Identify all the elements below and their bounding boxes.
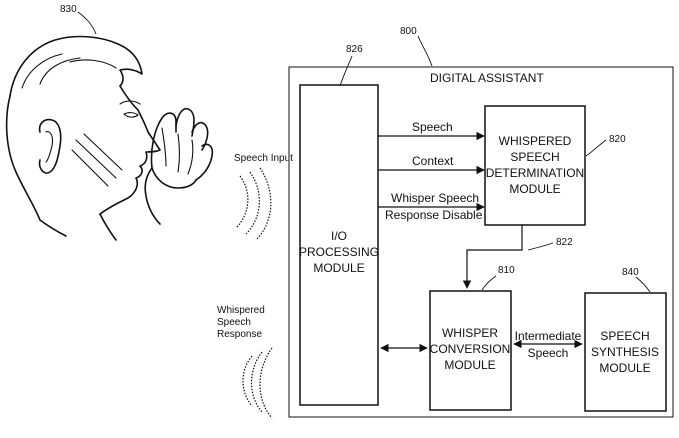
response-label-line-2: Speech bbox=[217, 317, 251, 328]
digital-assistant-title: DIGITAL ASSISTANT bbox=[430, 71, 544, 85]
assistant-ref-number: 800 bbox=[400, 26, 417, 37]
digital-assistant-box bbox=[288, 66, 674, 418]
conversion-module-box bbox=[429, 290, 512, 411]
determination-ref-number: 820 bbox=[609, 134, 626, 145]
conversion-label-line-2: CONVERSION bbox=[430, 342, 511, 356]
synthesis-label-line-1: SPEECH bbox=[600, 329, 649, 343]
whisper-signal-label-line-1: Whisper Speech bbox=[391, 191, 479, 205]
determination-label-line-4: MODULE bbox=[509, 182, 560, 196]
determination-label-line-3: DETERMINATION bbox=[486, 166, 584, 180]
io-module-label-line-1: I/O bbox=[331, 229, 347, 243]
person-ref-number: 830 bbox=[60, 4, 77, 15]
synthesis-module-box bbox=[584, 292, 667, 412]
synthesis-label-line-2: SYNTHESIS bbox=[591, 345, 659, 359]
conversion-ref-number: 810 bbox=[498, 265, 515, 276]
io-processing-module-box bbox=[299, 84, 379, 406]
speech-input-label: Speech Input bbox=[234, 153, 293, 164]
person-whispering-illustration bbox=[5, 35, 214, 241]
person-leader-line bbox=[77, 11, 97, 35]
io-leader-line bbox=[339, 55, 353, 87]
assistant-leader-line bbox=[417, 35, 433, 67]
synthesis-leader-line bbox=[635, 276, 651, 293]
determination-leader-line bbox=[585, 139, 607, 157]
intermediate-label-line-1: Intermediate bbox=[515, 329, 582, 343]
link-ref-number: 822 bbox=[556, 237, 573, 248]
conversion-leader-line bbox=[481, 275, 497, 291]
determination-module-box bbox=[484, 105, 586, 226]
conversion-label-line-3: MODULE bbox=[444, 358, 495, 372]
response-label-line-1: Whispered bbox=[217, 305, 265, 316]
response-label-line-3: Response bbox=[217, 329, 262, 340]
speech-input-waves bbox=[235, 167, 272, 241]
response-waves bbox=[242, 347, 273, 419]
intermediate-label-line-2: Speech bbox=[528, 346, 569, 360]
synthesis-ref-number: 840 bbox=[622, 267, 639, 278]
determination-label-line-1: WHISPERED bbox=[499, 134, 572, 148]
determination-label-line-2: SPEECH bbox=[510, 150, 559, 164]
io-module-label-line-3: MODULE bbox=[313, 261, 364, 275]
conversion-label-line-1: WHISPER bbox=[442, 326, 498, 340]
io-module-label-line-2: PROCESSING bbox=[299, 245, 379, 259]
synthesis-label-line-3: MODULE bbox=[599, 361, 650, 375]
context-signal-label: Context bbox=[412, 154, 454, 168]
io-ref-number: 826 bbox=[346, 44, 363, 55]
link-leader-line bbox=[527, 242, 554, 251]
determination-to-conversion-arrow bbox=[462, 225, 523, 289]
speech-signal-label: Speech bbox=[412, 120, 453, 134]
whisper-signal-label-line-2: Response Disable bbox=[385, 208, 483, 222]
